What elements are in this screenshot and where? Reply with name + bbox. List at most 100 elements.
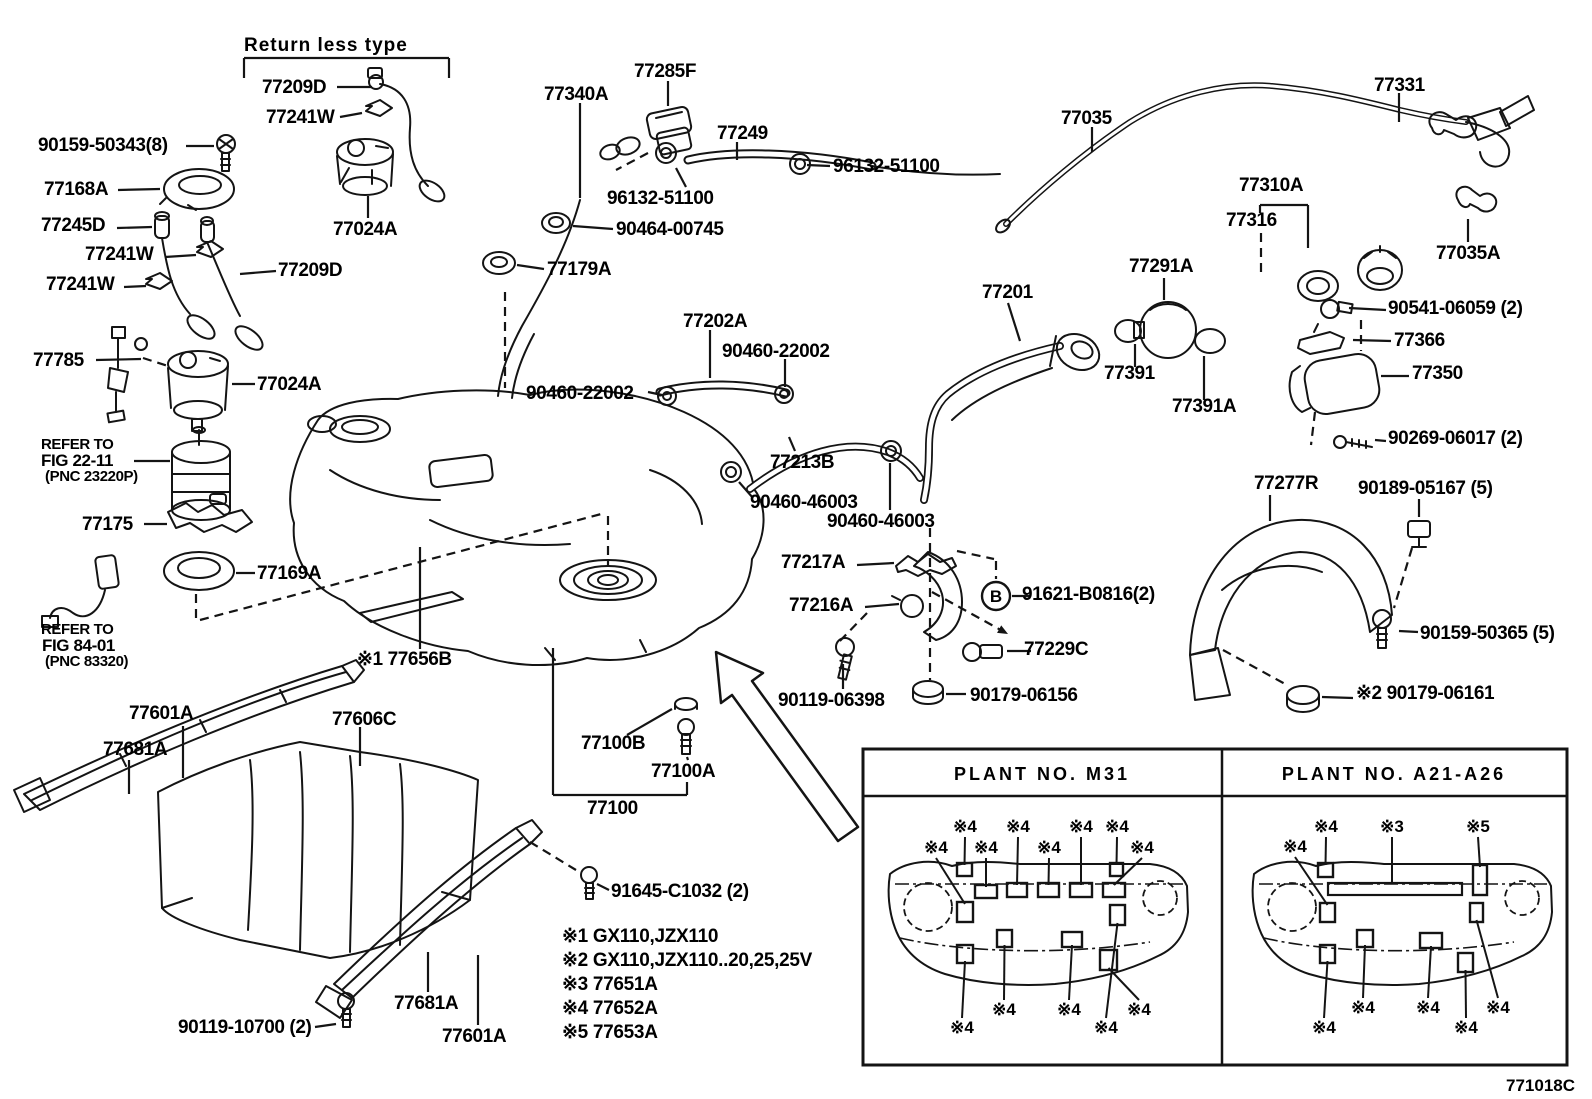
marker-line [963, 836, 966, 866]
clip-marker: ※4 [1283, 837, 1307, 856]
hose-77213B-art [746, 442, 924, 493]
clamps-46003-art [720, 440, 902, 483]
leader-line [1006, 302, 1022, 342]
leader-line [339, 111, 363, 119]
clip-marker: ※4 [1094, 1018, 1118, 1037]
clip-marker: ※4 [1314, 817, 1338, 836]
clip-position [995, 928, 1014, 949]
wheel-arch-circle [1267, 882, 1317, 932]
bolt-art-91645 [580, 866, 598, 900]
clip-position [1318, 901, 1337, 924]
bolt-art-90159 [216, 134, 236, 172]
pump-plate-art [336, 138, 394, 196]
wheel-arch-circle [903, 882, 953, 932]
ring-77168A-art [159, 168, 235, 211]
clip-position [1005, 881, 1029, 899]
leader-line [864, 602, 900, 609]
leader-line [117, 187, 161, 192]
marker-line [1362, 944, 1366, 999]
leader-line [626, 708, 673, 736]
leader-line [123, 284, 147, 289]
clip-position [1108, 903, 1127, 927]
clip-marker: ※4 [1069, 817, 1093, 836]
wiring-art [41, 554, 120, 628]
canister-77024A-art [167, 350, 229, 432]
sender-77785-art [106, 326, 148, 424]
plant-panel-title: PLANT NO. A21-A26 [1282, 764, 1506, 784]
leader-line [738, 481, 754, 499]
plant-panel: PLANT NO. A21-A26※3※4※5※4※4※4※4※4※4 [1251, 764, 1554, 1039]
clip-position [1355, 928, 1375, 949]
protector-strip-art [359, 591, 464, 623]
marker-line [1477, 836, 1481, 868]
marker-line [1324, 836, 1327, 866]
marker-line [961, 960, 966, 1019]
breather-pipe-art [995, 82, 1535, 234]
heat-shield-art [157, 741, 479, 959]
leader-line-dashed [1392, 547, 1414, 609]
clip-marker: ※4 [1351, 998, 1375, 1017]
clip-position [1468, 901, 1485, 924]
marker-line [1427, 945, 1432, 999]
marker-line [1115, 836, 1118, 866]
leader-line [239, 269, 277, 276]
clip-marker: ※4 [1006, 817, 1030, 836]
clip-marker: ※3 [1380, 817, 1404, 836]
marker-line [1464, 969, 1467, 1019]
marker-line [1323, 960, 1329, 1019]
leader-arrowhead [997, 625, 1008, 634]
clip-marker: ※4 [1105, 817, 1129, 836]
leader-line [164, 253, 197, 259]
clip-marker: ※4 [1057, 1000, 1081, 1019]
hardware-art [674, 637, 944, 755]
marker-line [1003, 944, 1006, 1001]
clip-position [1456, 951, 1475, 974]
hose-77249-art [599, 136, 1001, 176]
leader-line [516, 263, 545, 271]
plant-panel-title: PLANT NO. M31 [954, 764, 1130, 784]
underbody-contour [1263, 937, 1515, 952]
clip-position [1068, 881, 1094, 899]
clip-marker: ※5 [1466, 817, 1490, 836]
clip-marker: ※4 [1416, 998, 1440, 1017]
fender-liner-art [1189, 518, 1431, 713]
bracket-77175-art [167, 493, 253, 533]
clip-marker: ※4 [1037, 838, 1061, 857]
filler-pipe-art [920, 333, 1101, 504]
clip-position [1098, 948, 1119, 972]
marker-line [1294, 856, 1329, 906]
b-callout-circle [980, 580, 1012, 612]
clip-marker: ※4 [974, 838, 998, 857]
leader-line [806, 163, 831, 168]
clip-marker: ※4 [953, 817, 977, 836]
leader-line [647, 390, 663, 397]
grommets-top-art [482, 212, 571, 275]
leader-line [1348, 306, 1387, 312]
plant-table-border [861, 747, 1569, 1067]
clip-marker: ※4 [992, 1000, 1016, 1019]
clip-marker: ※4 [1130, 838, 1154, 857]
leader-line-dashed [1309, 411, 1317, 446]
clip-marker: ※4 [1486, 998, 1510, 1017]
leader-line [116, 225, 153, 230]
strap-right-art [315, 819, 543, 1019]
clip-position [1418, 931, 1444, 950]
return-pipe-art [365, 67, 446, 203]
return-pipes2-art [161, 237, 264, 351]
leader-line-dashed [199, 511, 606, 622]
leader-line-dashed [529, 841, 577, 871]
leader-line [572, 224, 614, 231]
clip-marker: ※4 [950, 1018, 974, 1037]
clip-position [1036, 881, 1061, 899]
leader-line [675, 167, 687, 188]
leader-line [787, 436, 797, 452]
grommet-77169A-art [163, 551, 235, 591]
wheel-arch-circle [1504, 880, 1540, 916]
leader-line [1352, 338, 1392, 343]
leader-line [95, 357, 142, 362]
marker-line [1016, 836, 1019, 886]
b-callout-label: B [990, 587, 1002, 606]
